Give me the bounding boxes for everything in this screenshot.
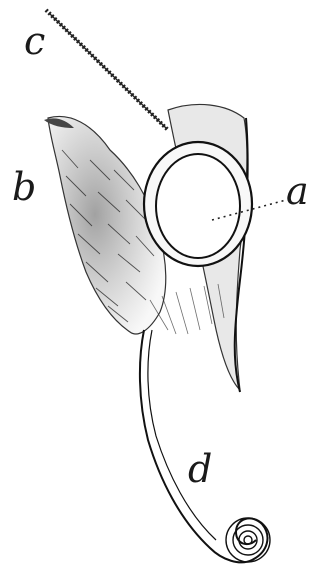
spiral-coil	[226, 518, 270, 562]
pointer-line-c	[46, 10, 168, 130]
proboscis-inner-line	[148, 330, 216, 540]
label-c: c	[24, 22, 45, 60]
label-d: d	[188, 450, 212, 488]
eye-a	[144, 142, 252, 266]
label-b: b	[12, 168, 36, 206]
label-a: a	[286, 172, 309, 210]
